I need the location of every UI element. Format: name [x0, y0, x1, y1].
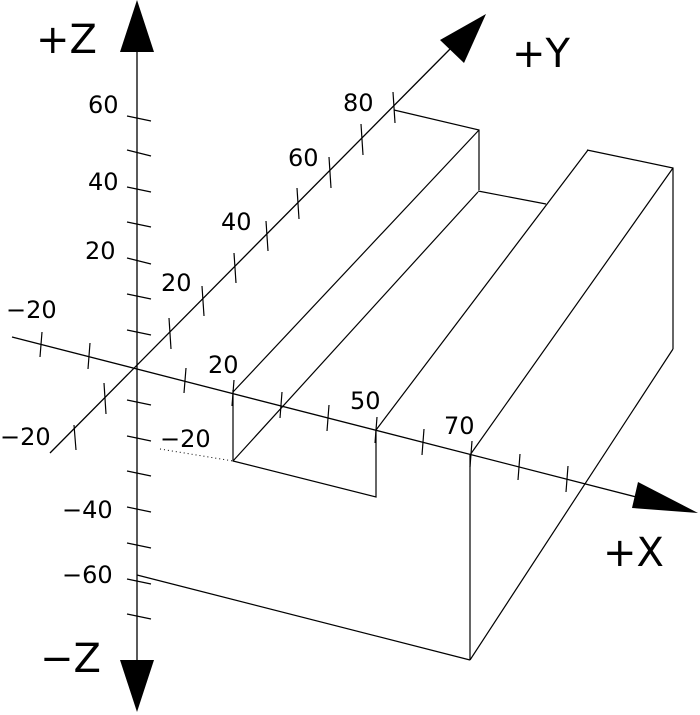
z-tick — [126, 293, 152, 300]
z-tick-label: 40 — [88, 168, 119, 196]
z-tick — [126, 435, 152, 442]
z-tick — [126, 613, 152, 620]
y-tick — [328, 156, 332, 189]
y-positive-label: +Y — [512, 31, 571, 77]
z-tick — [126, 470, 152, 477]
x-tick — [39, 331, 43, 358]
x-tick — [326, 404, 330, 432]
upper-step-top-end — [393, 109, 480, 190]
x-tick — [421, 428, 425, 456]
x-tick — [183, 367, 187, 394]
stepped-block — [136, 109, 674, 661]
z-positive-label: +Z — [36, 17, 97, 63]
z-positive-arrowhead — [120, 0, 154, 52]
z-tick — [126, 149, 152, 157]
z-tick — [126, 257, 152, 265]
y-tick — [296, 187, 300, 220]
x-tick — [279, 391, 283, 419]
z-tick — [126, 506, 152, 513]
z-tick-label: 20 — [85, 237, 116, 265]
x-tick — [87, 342, 91, 370]
tall-block-right-top-edge — [469, 167, 674, 456]
y-tick-label: 20 — [161, 269, 192, 297]
z-tick — [126, 542, 152, 549]
z-negative-label: −Z — [40, 636, 101, 682]
z-tick-label: −40 — [62, 496, 113, 524]
base-front-bottom-edge — [136, 574, 471, 661]
y-positive-arrowhead — [440, 14, 486, 63]
z-tick — [126, 221, 152, 228]
tall-block-back-end — [586, 149, 674, 349]
notch-bottom-edge — [232, 191, 479, 462]
notch-back-floor-edge — [477, 190, 547, 205]
z-axis — [120, 0, 154, 712]
y-tick — [265, 220, 269, 252]
y-tick — [233, 252, 237, 284]
x-tick-label: 70 — [444, 412, 475, 440]
z-tick — [126, 115, 152, 122]
front-notch-face — [232, 390, 377, 498]
y-tick-label: 40 — [221, 208, 252, 236]
y-axis — [49, 14, 486, 454]
y-tick — [360, 123, 364, 156]
x-tick-label: −20 — [160, 425, 211, 453]
y-tick — [392, 91, 396, 124]
y-tick-label: 80 — [343, 89, 374, 117]
x-tick — [565, 465, 569, 493]
y-tick — [103, 382, 107, 415]
z-tick — [126, 329, 152, 336]
hidden-dotted-edge — [159, 448, 234, 462]
x-tick-label: 20 — [208, 351, 239, 379]
z-tick — [126, 578, 152, 585]
y-tick — [73, 424, 77, 451]
z-tick-label: 60 — [88, 91, 119, 119]
tall-block-bottom-edge — [469, 348, 674, 661]
y-tick-label: 60 — [288, 144, 319, 172]
x-axis — [11, 331, 698, 513]
tall-block-left-top-edge — [375, 149, 589, 431]
x-positive-arrowhead — [632, 482, 698, 513]
z-tick-label: −60 — [62, 561, 113, 589]
z-tick — [126, 186, 152, 193]
x-tick-label: 50 — [350, 387, 381, 415]
z-negative-arrowhead — [120, 660, 154, 712]
y-tick — [168, 317, 172, 350]
y-tick — [201, 285, 205, 317]
x-axis-line — [11, 336, 649, 501]
y-axis-line — [49, 43, 456, 454]
x-tick — [517, 453, 521, 481]
x-tick-label: −20 — [6, 296, 57, 324]
y-tick-label: −20 — [0, 423, 51, 451]
z-tick — [126, 399, 152, 406]
x-positive-label: +X — [603, 530, 664, 576]
upper-step-front-edge — [232, 129, 480, 393]
